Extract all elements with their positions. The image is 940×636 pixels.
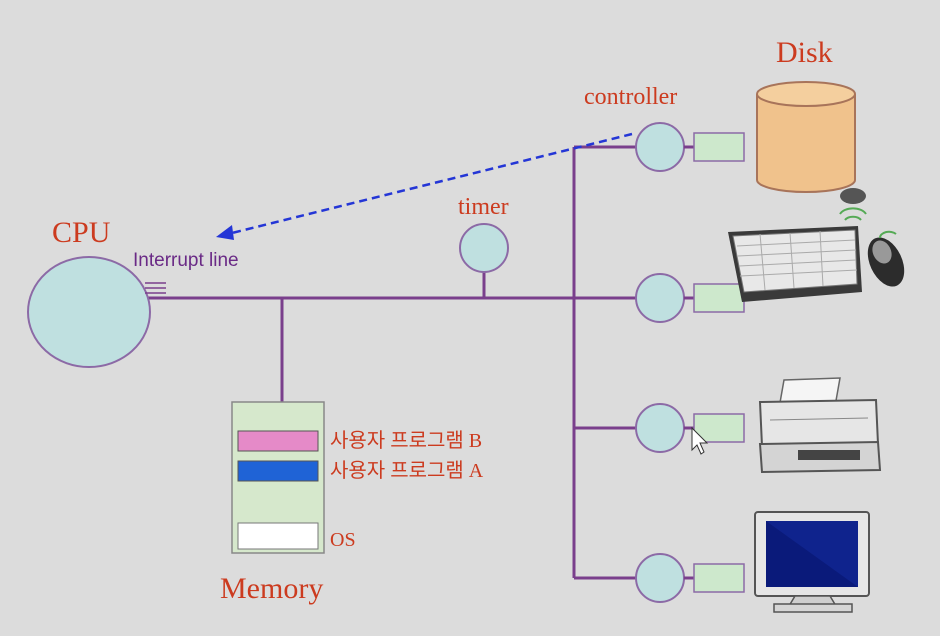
keyboard-mouse-icon (728, 188, 905, 302)
cpu-circle (27, 256, 151, 368)
disk-controller (635, 122, 745, 172)
printer-icon (758, 377, 882, 474)
os-label: OS (330, 529, 356, 551)
interrupt-line-label: Interrupt line (133, 250, 239, 271)
user-program-b-block (237, 430, 319, 452)
user-program-b-label: 사용자 프로그램 B (330, 429, 482, 452)
timer-label: timer (458, 194, 509, 220)
interrupt-line-marks (145, 282, 166, 294)
monitor-controller (635, 553, 745, 603)
printer-controller (635, 403, 745, 453)
cpu-label: CPU (52, 216, 111, 249)
disk-label: Disk (776, 36, 833, 69)
user-program-a-label: 사용자 프로그램 A (330, 459, 484, 482)
keyboard-controller (635, 273, 745, 323)
interrupt-arrow-head (216, 225, 234, 240)
os-block (237, 522, 319, 550)
disk-icon (756, 81, 856, 193)
mouse-cursor-icon (691, 426, 709, 455)
memory-label: Memory (220, 572, 323, 605)
user-program-a-block (237, 460, 319, 482)
timer-circle (459, 223, 509, 273)
controller-label: controller (584, 84, 677, 110)
interrupt-arrow (227, 132, 633, 236)
monitor-icon (754, 511, 870, 613)
